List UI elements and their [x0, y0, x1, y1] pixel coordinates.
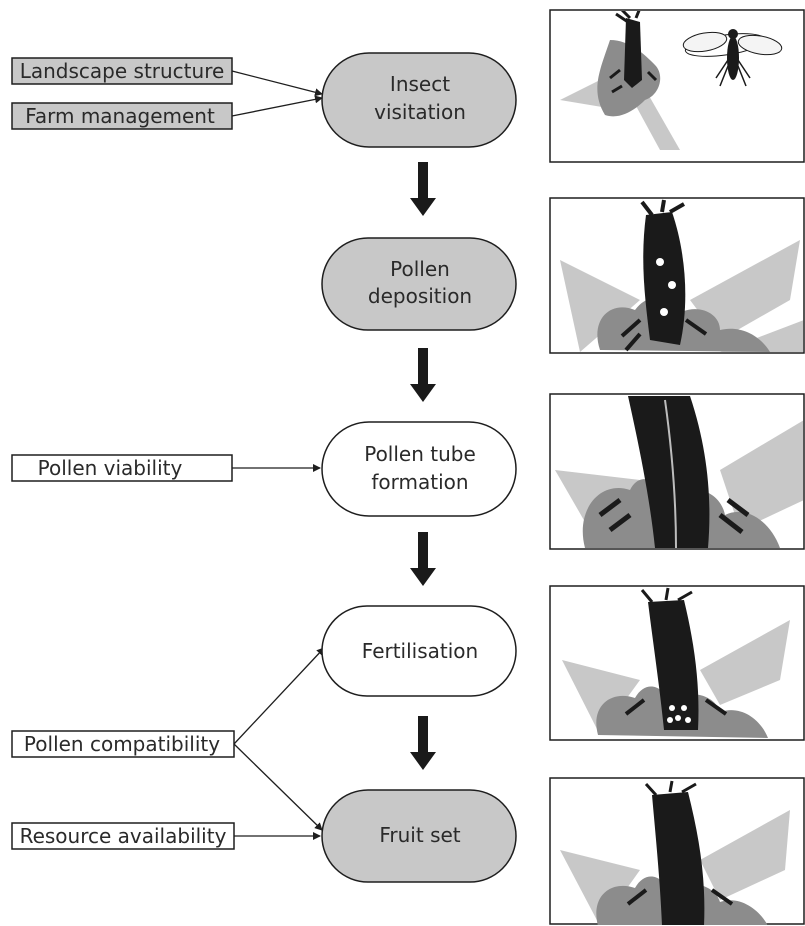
stage-label-line2: deposition	[368, 284, 472, 308]
stage-pill	[321, 237, 517, 331]
stage-pill	[321, 789, 517, 883]
connector-farm-to-visitation	[231, 95, 323, 117]
stage-fruit-set: Fruit set	[321, 789, 517, 883]
factor-box	[11, 102, 233, 130]
factor-label: Pollen viability	[38, 456, 183, 480]
stage-pollen-deposition: Pollen deposition	[321, 237, 517, 331]
stage-pill	[321, 605, 517, 697]
factor-box	[11, 822, 235, 850]
down-arrow-icon	[410, 532, 436, 586]
down-arrow-icon	[410, 348, 436, 402]
factor-connectors	[231, 70, 325, 840]
stage-pill	[321, 52, 517, 148]
factor-farm-management: Farm management	[11, 102, 233, 130]
stage-label-line1: Insect	[390, 72, 450, 96]
stage-label-line1: Pollen	[390, 257, 450, 281]
connector-landscape-to-visitation	[231, 70, 323, 97]
down-arrow-icon	[410, 716, 436, 770]
factor-label: Landscape structure	[20, 59, 225, 83]
factor-box	[11, 57, 233, 85]
stage-label-line1: Fertilisation	[362, 639, 478, 663]
flower-pollen-deposition-icon	[549, 197, 805, 354]
connector-compatibility-to-fruit-set	[233, 743, 323, 831]
down-arrow-icon	[410, 162, 436, 216]
factor-resource-availability: Resource availability	[11, 822, 235, 850]
stage-label-line2: visitation	[374, 100, 466, 124]
flower-fruit-set-icon	[549, 777, 805, 925]
factor-label: Farm management	[25, 104, 215, 128]
stage-fertilisation: Fertilisation	[321, 605, 517, 697]
factor-label: Pollen compatibility	[24, 732, 220, 756]
factor-label: Resource availability	[20, 824, 227, 848]
flower-with-insect-icon	[549, 9, 805, 163]
stage-label-line1: Pollen tube	[364, 442, 476, 466]
flower-pollen-tube-icon	[549, 393, 805, 550]
stage-arrows	[410, 162, 436, 770]
stage-pill	[321, 421, 517, 517]
stage-insect-visitation: Insect visitation	[321, 52, 517, 148]
factor-pollen-compatibility: Pollen compatibility	[11, 730, 235, 758]
factor-pollen-viability: Pollen viability	[11, 454, 233, 482]
factor-landscape-structure: Landscape structure	[11, 57, 233, 85]
stage-label-line2: formation	[371, 470, 468, 494]
connector-compatibility-to-fertilisation	[233, 647, 325, 745]
stage-pollen-tube-formation: Pollen tube formation	[321, 421, 517, 517]
factor-box	[11, 454, 233, 482]
flower-fertilisation-icon	[549, 585, 805, 741]
stage-label-line1: Fruit set	[379, 823, 460, 847]
